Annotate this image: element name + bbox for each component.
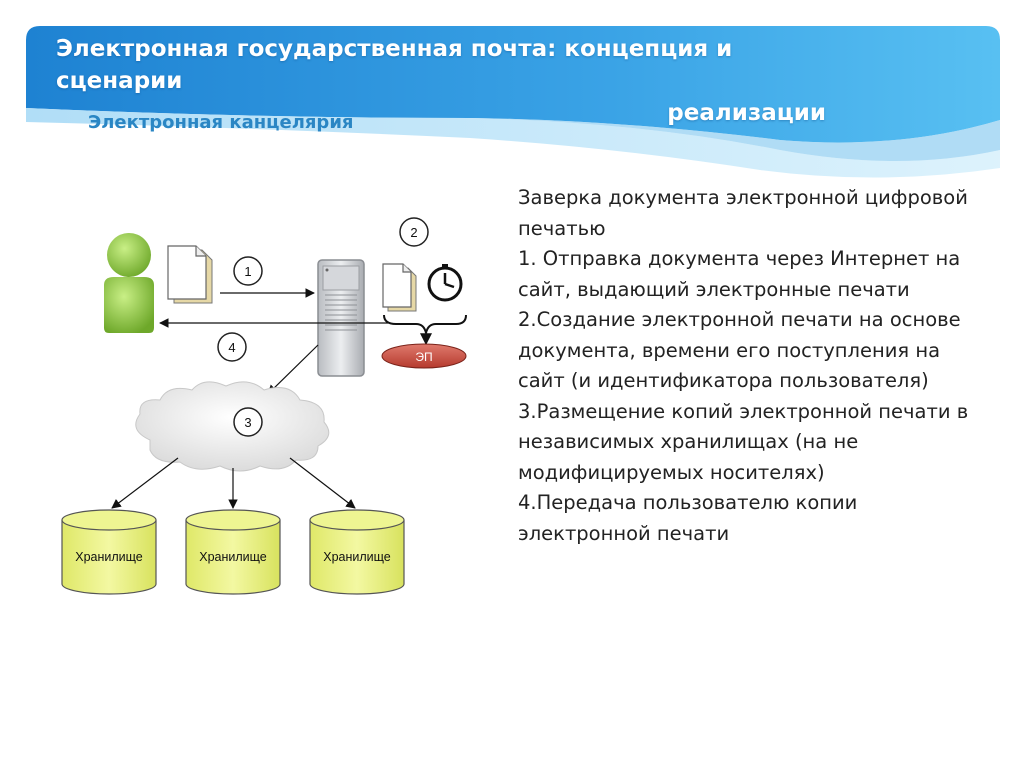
electronic-stamp: ЭП [381,343,467,369]
storage-label: Хранилище [75,550,143,564]
server-document-icon [382,263,417,312]
svg-text:4: 4 [228,340,235,355]
arrow-to-storage-1 [111,457,179,509]
server-icon [317,259,365,377]
user-document-icon [167,245,213,304]
step-3-text: 3.Размещение копий электронной печати в … [518,399,969,484]
curly-brace [383,314,467,334]
step-2-text: 2.Создание электронной печати на основе … [518,308,961,392]
storage-label: Хранилище [323,550,391,564]
description-heading: Заверка документа электронной цифровой п… [518,186,968,240]
step-badge-4: 4 [217,332,247,362]
svg-text:2: 2 [410,225,417,240]
svg-text:3: 3 [244,415,251,430]
arrow-to-storage-3 [289,457,356,509]
internet-cloud [135,381,330,472]
step-1-text: 1. Отправка документа через Интернет на … [518,247,961,301]
user-icon [104,233,154,333]
storage-cylinder-1: Хранилище [61,509,157,595]
svg-text:1: 1 [244,264,251,279]
storage-cylinder-3: Хранилище [309,509,405,595]
header-wave-banner [26,26,1000,178]
step-badge-2: 2 [399,217,429,247]
page-title: Электронная государственная почта: конце… [56,33,826,129]
arrow-to-cloud [267,344,319,395]
step-badge-3: 3 [233,407,263,437]
section-subtitle: Электронная канцелярия [88,112,354,133]
title-line-2: реализации [667,100,826,126]
description-text: Заверка документа электронной цифровой п… [518,183,988,549]
stamp-label: ЭП [415,350,432,364]
clock-icon [427,264,463,302]
step-4-text: 4.Передача пользователю копии электронно… [518,491,858,545]
storage-cylinder-2: Хранилище [185,509,281,595]
title-line-1: Электронная государственная почта: конце… [56,36,733,94]
step-badge-1: 1 [233,256,263,286]
storage-label: Хранилище [199,550,267,564]
